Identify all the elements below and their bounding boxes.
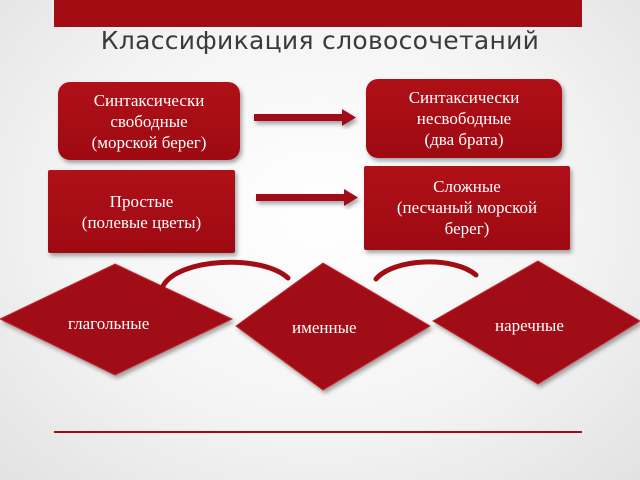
box-complex-line3: берег) [444,219,490,238]
bottom-divider [54,431,582,433]
arrow-right-icon [256,189,358,206]
arrow-right-icon [254,109,356,126]
box-complex: Сложные (песчаный морской берег) [364,166,570,250]
diamond-verbal [0,263,234,376]
arc-connector-icon [373,259,479,282]
box-simple: Простые (полевые цветы) [48,170,235,253]
top-accent-bar [54,0,582,27]
box-complex-line2: (песчаный морской [396,198,538,217]
diamond-adverbial [432,260,640,385]
label-verbal: глагольные [68,314,150,333]
box-free-line3: (морской берег) [91,132,207,152]
label-adverbial: наречные [495,316,564,335]
box-complex-line1: Сложные [433,177,501,196]
box-free-line2: свободные [110,111,188,131]
box-nonfree-line3: (два брата) [424,130,504,149]
arc-connector-icon [160,259,291,289]
box-syntactically-free: Синтаксически свободные (морской берег) [58,82,240,160]
box-simple-line1: Простые [109,191,174,211]
box-nonfree-line2: несвободные [416,109,512,128]
box-nonfree-line1: Синтаксически [408,88,520,107]
page-title: Классификация словосочетаний [100,26,540,55]
box-free-line1: Синтаксически [93,90,205,110]
diamond-nominal [235,262,431,391]
label-nominal: именные [292,318,357,337]
box-simple-line2: (полевые цветы) [81,212,202,232]
box-syntactically-nonfree: Синтаксически несвободные (два брата) [366,79,562,158]
